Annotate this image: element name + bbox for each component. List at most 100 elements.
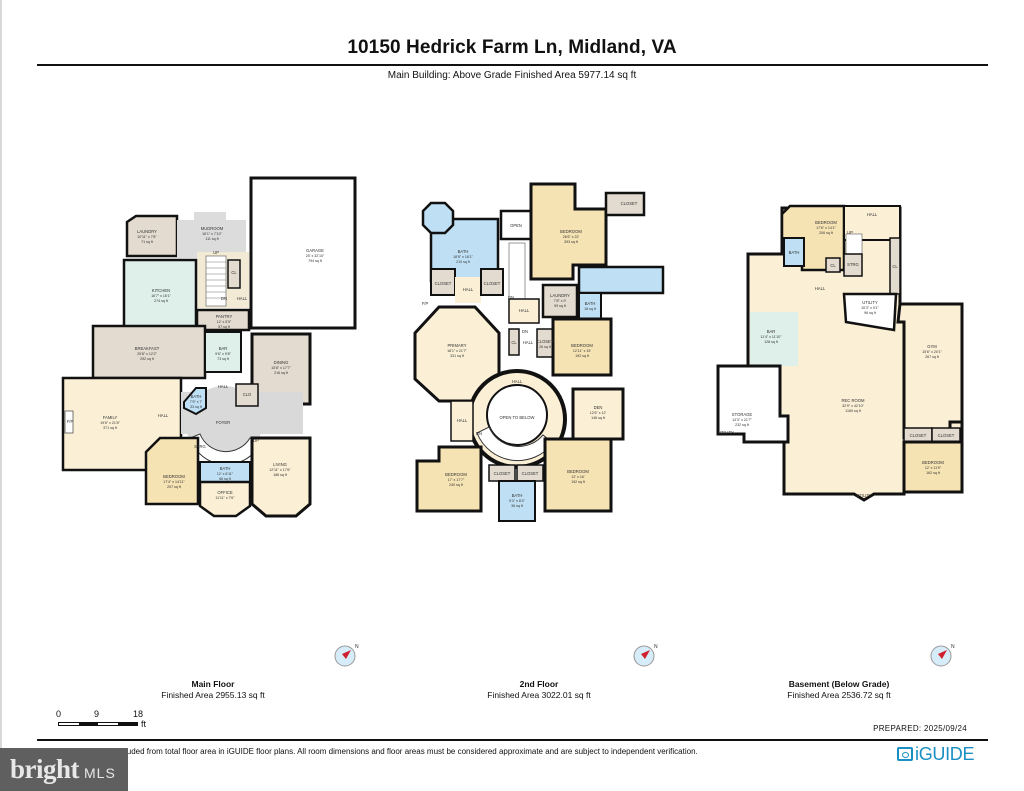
svg-text:DN: DN xyxy=(508,295,514,300)
svg-text:CL: CL xyxy=(892,264,898,269)
room-bedroom-main xyxy=(144,436,200,506)
svg-text:18'8" x 18'1": 18'8" x 18'1" xyxy=(453,255,473,259)
svg-text:BATH: BATH xyxy=(458,249,469,254)
svg-text:UP: UP xyxy=(213,250,219,255)
svg-text:HALL: HALL xyxy=(237,296,248,301)
room-mudroom xyxy=(177,212,246,258)
label-foyer: FOYER xyxy=(216,420,230,425)
svg-text:26'6" x 22': 26'6" x 22' xyxy=(563,235,580,239)
svg-text:UTILITY: UTILITY xyxy=(718,430,734,435)
bright-mls-watermark: bright MLS xyxy=(0,748,128,791)
room-cl-bsmt-a xyxy=(825,257,841,273)
svg-text:12' x 16': 12' x 16' xyxy=(571,475,584,479)
svg-text:192 sq ft: 192 sq ft xyxy=(575,354,589,358)
svg-text:207 sq ft: 207 sq ft xyxy=(167,485,181,489)
svg-text:HALL: HALL xyxy=(867,212,878,217)
room-blue-ext xyxy=(577,265,665,295)
compass-icon: N xyxy=(633,644,658,667)
compass-icon: N xyxy=(930,644,955,667)
fireplace xyxy=(64,410,74,434)
room-closet-2nd-a xyxy=(604,191,646,217)
label-bedroom-bsmt-low: BEDROOM xyxy=(922,460,944,465)
room-bath-main-1 xyxy=(183,387,207,416)
room-bedroom-2nd-ll xyxy=(415,445,483,513)
room-breakfast xyxy=(91,324,207,380)
svg-text:CLOSET: CLOSET xyxy=(938,433,955,438)
svg-text:128 sq ft: 128 sq ft xyxy=(764,340,778,344)
label-family: FAMILY xyxy=(103,415,118,420)
room-hall-2nd-c xyxy=(450,400,474,442)
svg-text:BATH: BATH xyxy=(512,493,523,498)
label-bedroom-2nd-ll: BEDROOM xyxy=(445,472,467,477)
svg-text:HALL: HALL xyxy=(457,418,468,423)
svg-text:HALL: HALL xyxy=(523,340,534,345)
svg-text:HALL: HALL xyxy=(218,384,229,389)
svg-text:15'6" x 20'1": 15'6" x 20'1" xyxy=(922,350,942,354)
room-cl-2nd xyxy=(508,328,520,356)
svg-text:BATH: BATH xyxy=(191,394,202,399)
svg-text:7'9" x 7': 7'9" x 7' xyxy=(190,400,203,404)
svg-text:HALL: HALL xyxy=(512,379,523,384)
page-title: 10150 Hedrick Farm Ln, Midland, VA xyxy=(347,37,677,58)
svg-text:DN: DN xyxy=(221,296,227,301)
svg-text:57 sq ft: 57 sq ft xyxy=(218,325,230,329)
svg-text:25' x 32'10": 25' x 32'10" xyxy=(306,254,325,258)
stair-bsmt xyxy=(845,233,863,255)
svg-text:F/P: F/P xyxy=(67,419,74,424)
floor-area: Finished Area 3022.01 sq ft xyxy=(487,690,591,700)
svg-text:794 sq ft: 794 sq ft xyxy=(308,259,322,263)
svg-text:DN: DN xyxy=(476,431,482,436)
svg-text:UTILITY: UTILITY xyxy=(856,493,872,498)
svg-text:274 sq ft: 274 sq ft xyxy=(154,299,168,303)
svg-text:9'6" x 9'8": 9'6" x 9'8" xyxy=(215,352,231,356)
compass-main-floor: N xyxy=(333,642,359,668)
label-breakfast: BREAKFAST xyxy=(135,346,160,351)
svg-text:BATH: BATH xyxy=(585,301,596,306)
svg-text:7'8" x 9': 7'8" x 9' xyxy=(554,299,567,303)
svg-text:5'3" x 8'4": 5'3" x 8'4" xyxy=(509,499,525,503)
basement-plan: BEDROOM 17'6" x 14'1"206 sq ft HALL UP B… xyxy=(714,198,970,508)
room-bedroom-2nd-ur xyxy=(551,317,613,377)
room-gym xyxy=(896,302,964,440)
svg-text:33 sq ft: 33 sq ft xyxy=(190,405,202,409)
label-bedroom-2nd-ur: BEDROOM xyxy=(571,343,593,348)
label-rec-room: REC ROOM xyxy=(841,398,865,403)
mls-wordmark: MLS xyxy=(84,764,116,781)
caption-second-floor: 2nd Floor Finished Area 3022.01 sq ft xyxy=(429,679,649,701)
iguide-camera-icon xyxy=(897,747,913,761)
label-laundry-2nd: LAUNDRY xyxy=(550,293,570,298)
svg-text:11'4" x 11'10": 11'4" x 11'10" xyxy=(760,335,782,339)
svg-text:HALL: HALL xyxy=(815,286,826,291)
label-living: LIVING xyxy=(273,462,287,467)
svg-text:CLOSET: CLOSET xyxy=(537,339,554,344)
svg-text:18'1" x 21'7": 18'1" x 21'7" xyxy=(447,349,467,353)
room-strg-bsmt xyxy=(843,253,863,277)
room-bath-bsmt xyxy=(783,237,805,267)
svg-text:N: N xyxy=(355,644,359,650)
caption-basement: Basement (Below Grade) Finished Area 253… xyxy=(729,679,949,701)
svg-text:CLOSET: CLOSET xyxy=(484,281,501,286)
svg-text:292 sq ft: 292 sq ft xyxy=(140,357,154,361)
bath-turret xyxy=(421,201,455,235)
svg-text:26 sq ft: 26 sq ft xyxy=(539,345,551,349)
footer-divider xyxy=(37,739,988,741)
svg-text:HALL: HALL xyxy=(519,308,530,313)
svg-text:F/P: F/P xyxy=(422,301,429,306)
svg-text:146 sq ft: 146 sq ft xyxy=(591,416,605,420)
svg-text:11'11" x 7'6": 11'11" x 7'6" xyxy=(215,496,235,500)
svg-text:HALL: HALL xyxy=(158,413,169,418)
compass-second-floor: N xyxy=(632,642,658,668)
svg-text:N: N xyxy=(654,644,658,650)
room-hall-2nd-a xyxy=(455,277,481,303)
stair-2nd xyxy=(508,242,526,300)
floor-area: Finished Area 2955.13 sq ft xyxy=(161,690,265,700)
label-bedroom-2nd-large: BEDROOM xyxy=(560,229,582,234)
label-kitchen: KITCHEN xyxy=(152,288,170,293)
second-floor-drawing: BATH 18'8" x 18'1"210 sq ft OPEN BEDROOM… xyxy=(413,182,665,522)
room-garage xyxy=(249,176,357,330)
label-office: OFFICE xyxy=(217,490,233,495)
caption-main-floor: Main Floor Finished Area 2955.13 sq ft xyxy=(103,679,323,701)
second-floor-plan: BATH 18'8" x 18'1"210 sq ft OPEN BEDROOM… xyxy=(413,181,673,522)
label-bedroom-bsmt-top: BEDROOM xyxy=(815,220,837,225)
scale-unit: ft xyxy=(141,719,147,729)
